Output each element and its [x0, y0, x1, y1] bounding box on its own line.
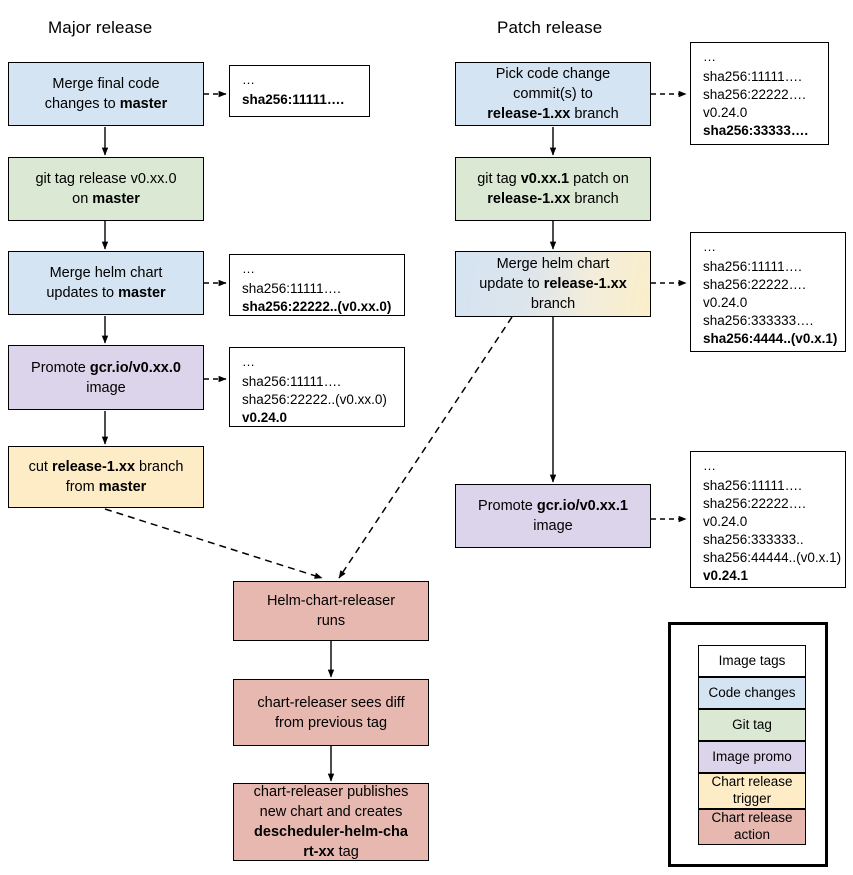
note-line: v0.24.1 — [703, 568, 749, 584]
note-box-major-1: … sha256:11111…. — [229, 65, 370, 117]
note-line: sha256:11111…. — [703, 478, 802, 494]
note-line: sha256:22222…. — [703, 87, 806, 103]
note-line: sha256:22222…. — [703, 277, 806, 293]
note-line: sha256:11111…. — [703, 69, 802, 85]
note-line: … — [703, 458, 718, 473]
note-box-major-2: … sha256:11111…. sha256:22222..(v0.xx.0) — [229, 254, 405, 316]
note-line: sha256:33333…. — [703, 123, 809, 139]
note-line: … — [703, 49, 718, 64]
note-line: sha256:333333…. — [703, 313, 814, 329]
legend-item-trigger: Chart release trigger — [698, 773, 806, 809]
note-line: … — [703, 239, 718, 254]
note-line: … — [242, 354, 257, 369]
note-line: v0.24.0 — [703, 514, 748, 530]
note-line: sha256:333333.. — [703, 532, 804, 548]
edge-cutbranch-to-releaser — [104, 508, 323, 579]
column-title-major-release: Major release — [48, 18, 153, 37]
note-box-patch-3: … sha256:11111…. sha256:22222…. v0.24.0 sha2… — [690, 451, 846, 588]
note-line: v0.24.0 — [703, 295, 748, 311]
note-line: sha256:22222…. — [703, 496, 806, 512]
legend-item-code: Code changes — [698, 677, 806, 709]
note-box-patch-1: … sha256:11111…. sha256:22222…. v0.24.0 sha2… — [690, 42, 829, 145]
legend-item-git: Git tag — [698, 709, 806, 741]
note-line: v0.24.0 — [242, 410, 288, 426]
note-line: sha256:11111…. — [242, 281, 341, 297]
note-box-patch-2: … sha256:11111…. sha256:22222…. v0.24.0 sha2… — [690, 232, 846, 352]
note-line: sha256:4444..(v0.x.1) — [703, 331, 838, 347]
note-line: … — [242, 72, 257, 87]
note-line: … — [242, 261, 257, 276]
legend-item-promo: Image promo — [698, 741, 806, 773]
note-line: v0.24.0 — [703, 105, 748, 121]
column-title-patch-release: Patch release — [497, 18, 603, 37]
legend-item-action: Chart release action — [698, 809, 806, 845]
note-line: sha256:11111…. — [242, 92, 345, 108]
legend-item-tags: Image tags — [698, 645, 806, 677]
note-line: sha256:22222..(v0.xx.0) — [242, 392, 387, 408]
note-line: sha256:44444..(v0.x.1) — [703, 550, 842, 566]
note-line: sha256:11111…. — [242, 374, 341, 390]
note-line: sha256:22222..(v0.xx.0) — [242, 299, 392, 315]
note-box-major-3: … sha256:11111…. sha256:22222..(v0.xx.0) v0… — [229, 347, 405, 427]
note-line: sha256:11111…. — [703, 259, 802, 275]
